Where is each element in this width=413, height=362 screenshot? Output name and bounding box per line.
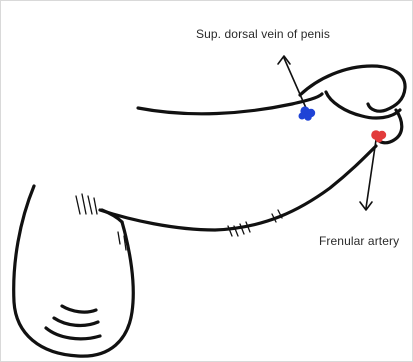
- scrotum-inner-curve-2: [54, 318, 98, 325]
- scrotum-inner-curve: [46, 328, 100, 339]
- vein-arrowhead: [278, 56, 290, 64]
- corona-curve: [326, 92, 400, 118]
- shading-hatches: [76, 194, 282, 250]
- scrotum-outline: [14, 186, 134, 356]
- vein-arrow: [284, 58, 306, 108]
- artery-marker: [371, 130, 386, 142]
- label-sup-dorsal-vein: Sup. dorsal vein of penis: [196, 27, 330, 41]
- glans-outline: [300, 66, 405, 111]
- vein-marker: [299, 106, 316, 120]
- scrotum-inner-curve-3: [62, 306, 96, 312]
- dorsal-shaft-line: [138, 94, 322, 114]
- label-frenular-artery: Frenular artery: [319, 234, 399, 248]
- ventral-shaft-line: [100, 146, 376, 230]
